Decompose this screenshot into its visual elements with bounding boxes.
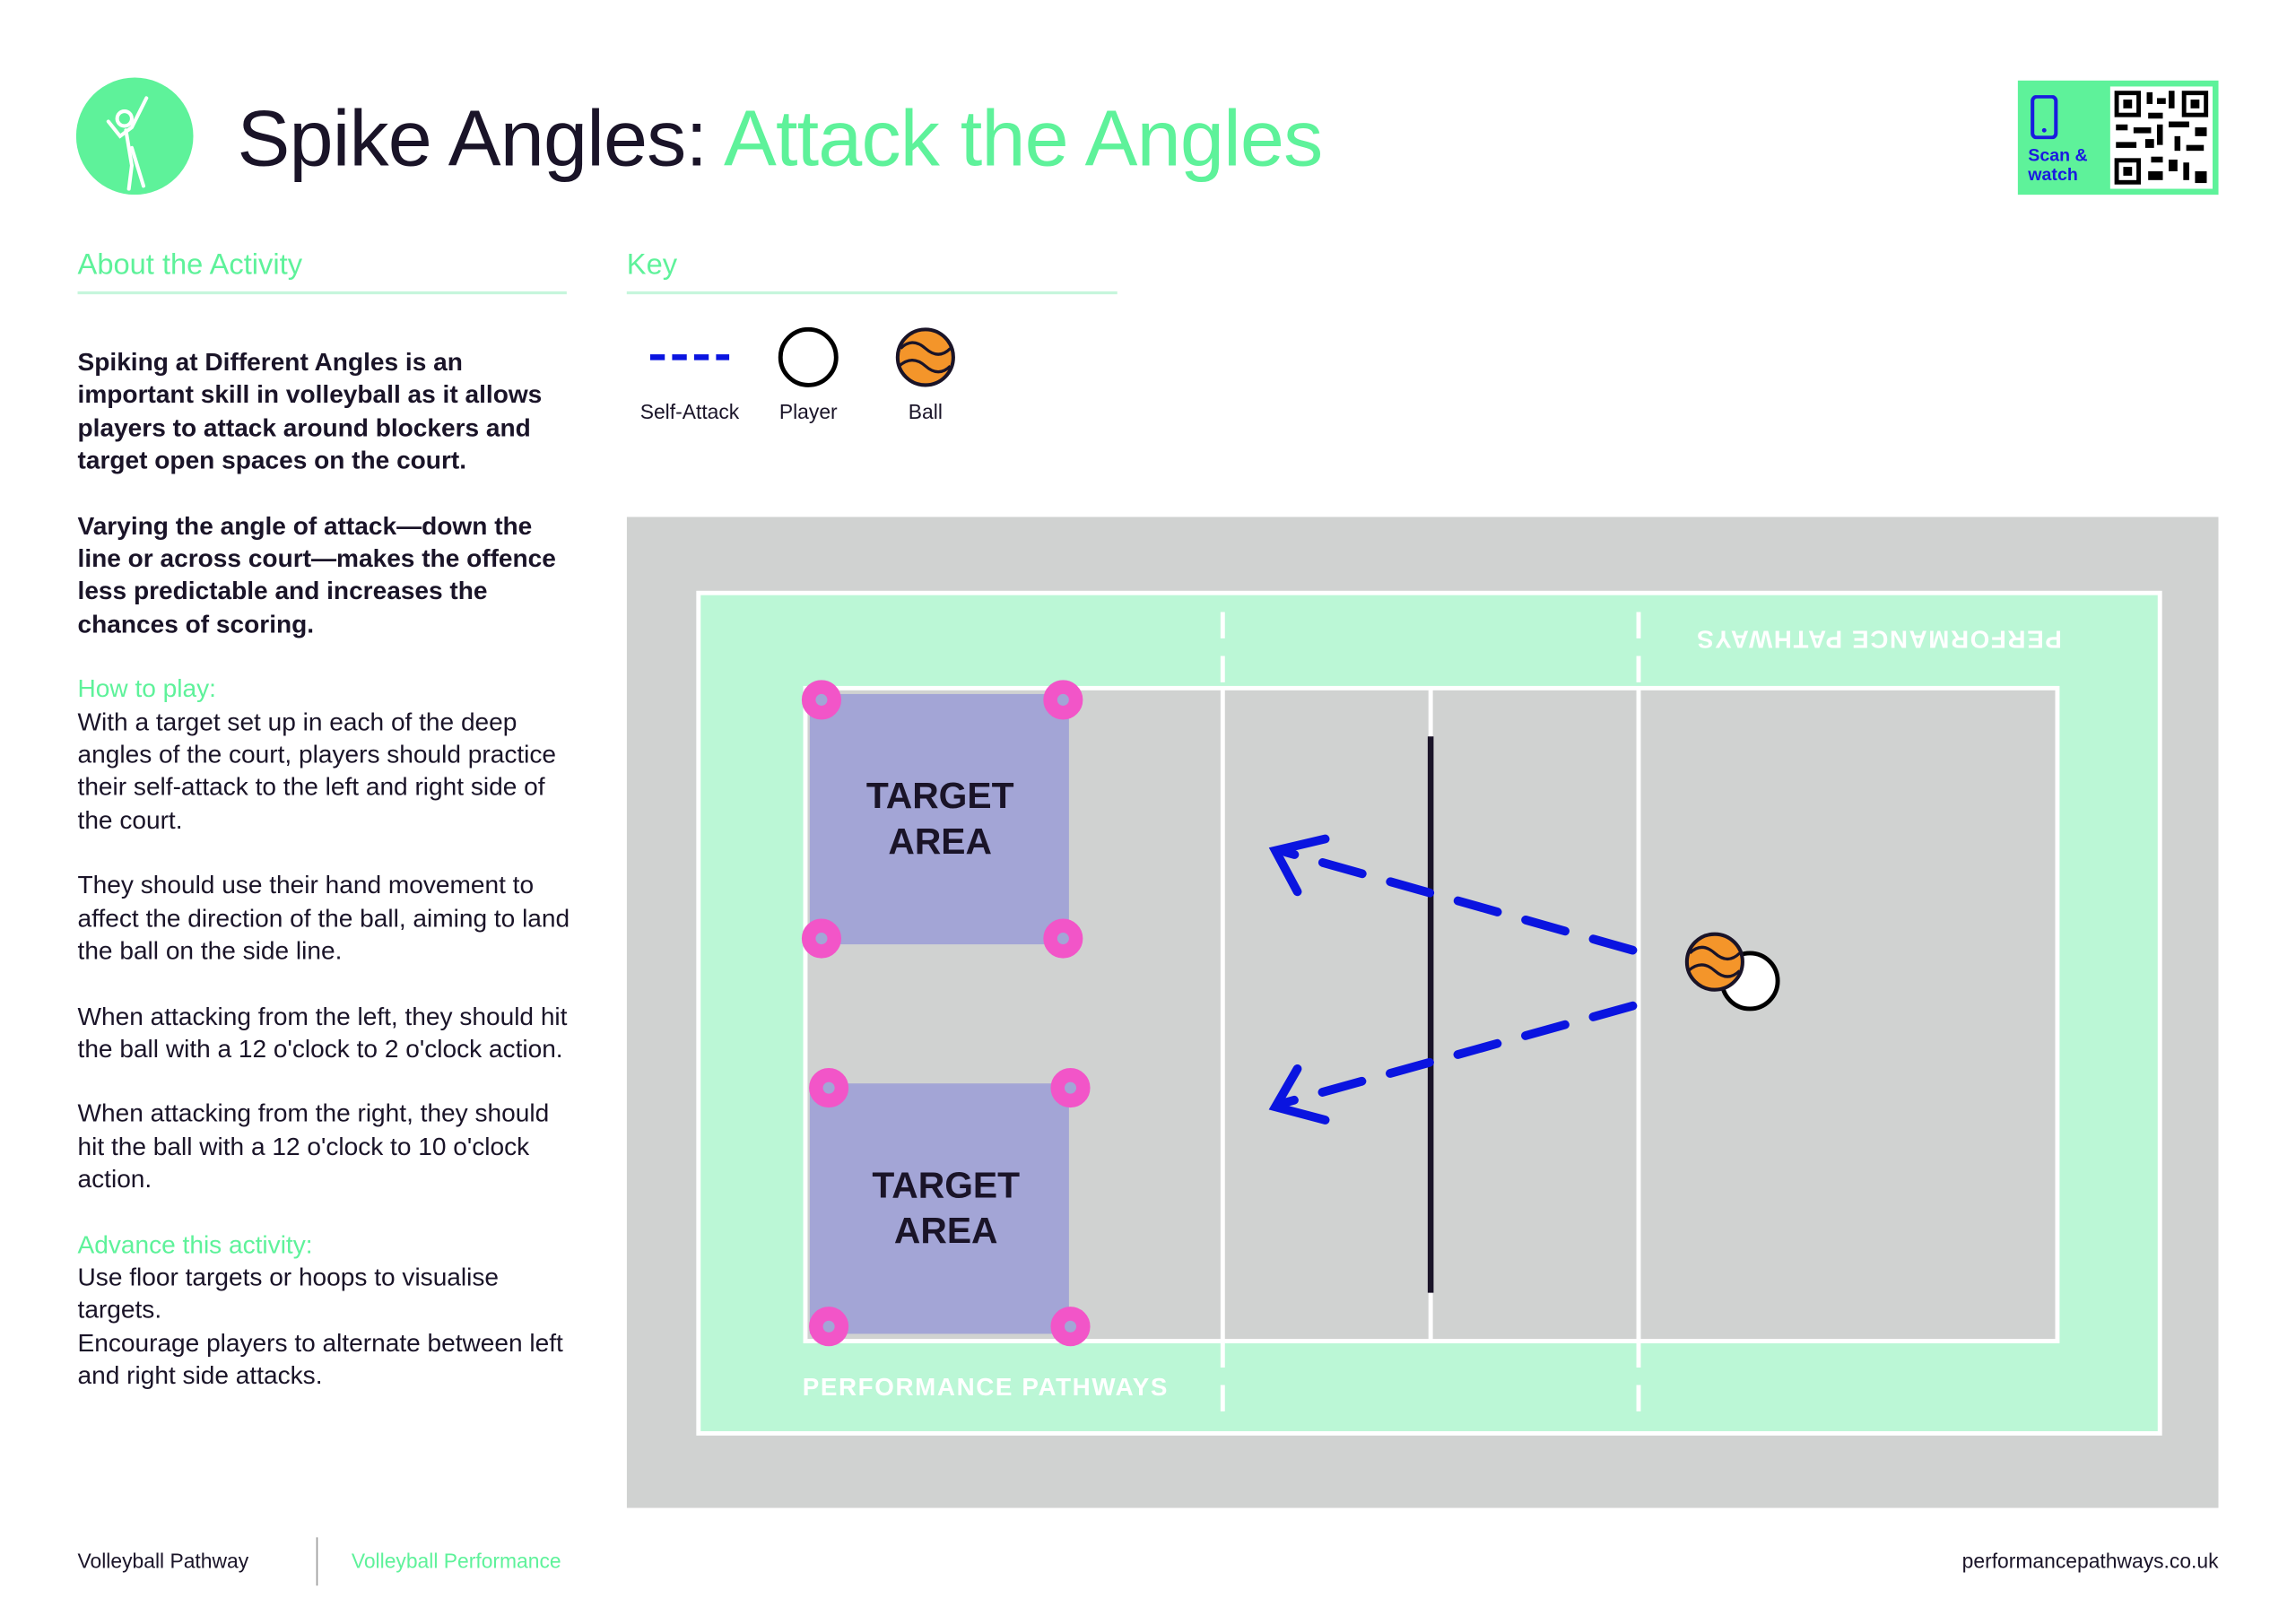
title-main: Spike Angles: bbox=[237, 95, 708, 184]
court-brand-text-flipped: PERFORMANCE PATHWAYS bbox=[1695, 626, 2061, 654]
advance-line-1: Use floor targets or hoops to visualise … bbox=[77, 1262, 500, 1324]
about-divider bbox=[77, 291, 567, 295]
footer-website-link[interactable]: performancepathways.co.uk bbox=[1961, 1549, 2219, 1573]
target-1-line-1: TARGET bbox=[866, 775, 1014, 816]
how-paragraph-4: When attacking from the right, they shou… bbox=[77, 1099, 550, 1194]
intro-paragraph-2: Varying the angle of attack—down the lin… bbox=[77, 510, 556, 638]
phone-icon bbox=[2031, 95, 2058, 140]
target-area-2 bbox=[809, 1083, 1069, 1334]
key-icons bbox=[649, 326, 955, 387]
ball-icon bbox=[895, 327, 955, 387]
key-divider bbox=[626, 291, 1118, 295]
footer-pathway: Volleyball Pathway bbox=[77, 1549, 249, 1573]
target-2-line-2: AREA bbox=[894, 1210, 998, 1251]
court-brand-text: PERFORMANCE PATHWAYS bbox=[803, 1373, 1169, 1401]
how-paragraph-2: They should use their hand movement to a… bbox=[77, 870, 570, 966]
how-paragraph-3: When attacking from the left, they shoul… bbox=[77, 1000, 568, 1064]
advance-heading: Advance this activity: bbox=[77, 1229, 313, 1259]
target-area-1 bbox=[809, 693, 1069, 945]
self-attack-arrow-left bbox=[1281, 847, 1638, 955]
key-label-ball: Ball bbox=[908, 399, 943, 423]
key-heading: Key bbox=[626, 248, 678, 282]
qr-label-1: Scan & bbox=[2028, 144, 2088, 166]
how-to-play-heading: How to play: bbox=[77, 673, 216, 704]
intro-paragraph-1: Spiking at Different Angles is an import… bbox=[77, 346, 543, 475]
ball-icon bbox=[1684, 932, 1744, 992]
target-1-line-2: AREA bbox=[888, 821, 992, 862]
title-accent: Attack the Angles bbox=[723, 95, 1323, 184]
qr-code-icon bbox=[2109, 86, 2213, 189]
about-heading: About the Activity bbox=[77, 248, 303, 282]
qr-label-2: watch bbox=[2028, 163, 2078, 185]
self-attack-arrow-right bbox=[1281, 1001, 1638, 1107]
footer-divider bbox=[316, 1537, 318, 1586]
key-label-player: Player bbox=[778, 399, 838, 423]
court-diagram: TARGET AREA TARGET AREA PERFORMANCE PATH… bbox=[626, 517, 2219, 1508]
target-2-line-1: TARGET bbox=[872, 1165, 1020, 1206]
about-text: Spiking at Different Angles is an import… bbox=[78, 345, 576, 1392]
advance-line-2: Encourage players to alternate between l… bbox=[77, 1327, 563, 1390]
page-title: Spike Angles: Attack the Angles bbox=[237, 93, 1323, 184]
volleyball-player-logo-icon bbox=[75, 77, 194, 195]
player-icon bbox=[778, 326, 839, 387]
qr-scan-box[interactable]: Scan &watch bbox=[2017, 80, 2219, 195]
how-paragraph-1: With a target set up in each of the deep… bbox=[77, 707, 557, 835]
key-label-self-attack: Self-Attack bbox=[639, 399, 740, 423]
footer-performance: Volleyball Performance bbox=[351, 1549, 561, 1573]
